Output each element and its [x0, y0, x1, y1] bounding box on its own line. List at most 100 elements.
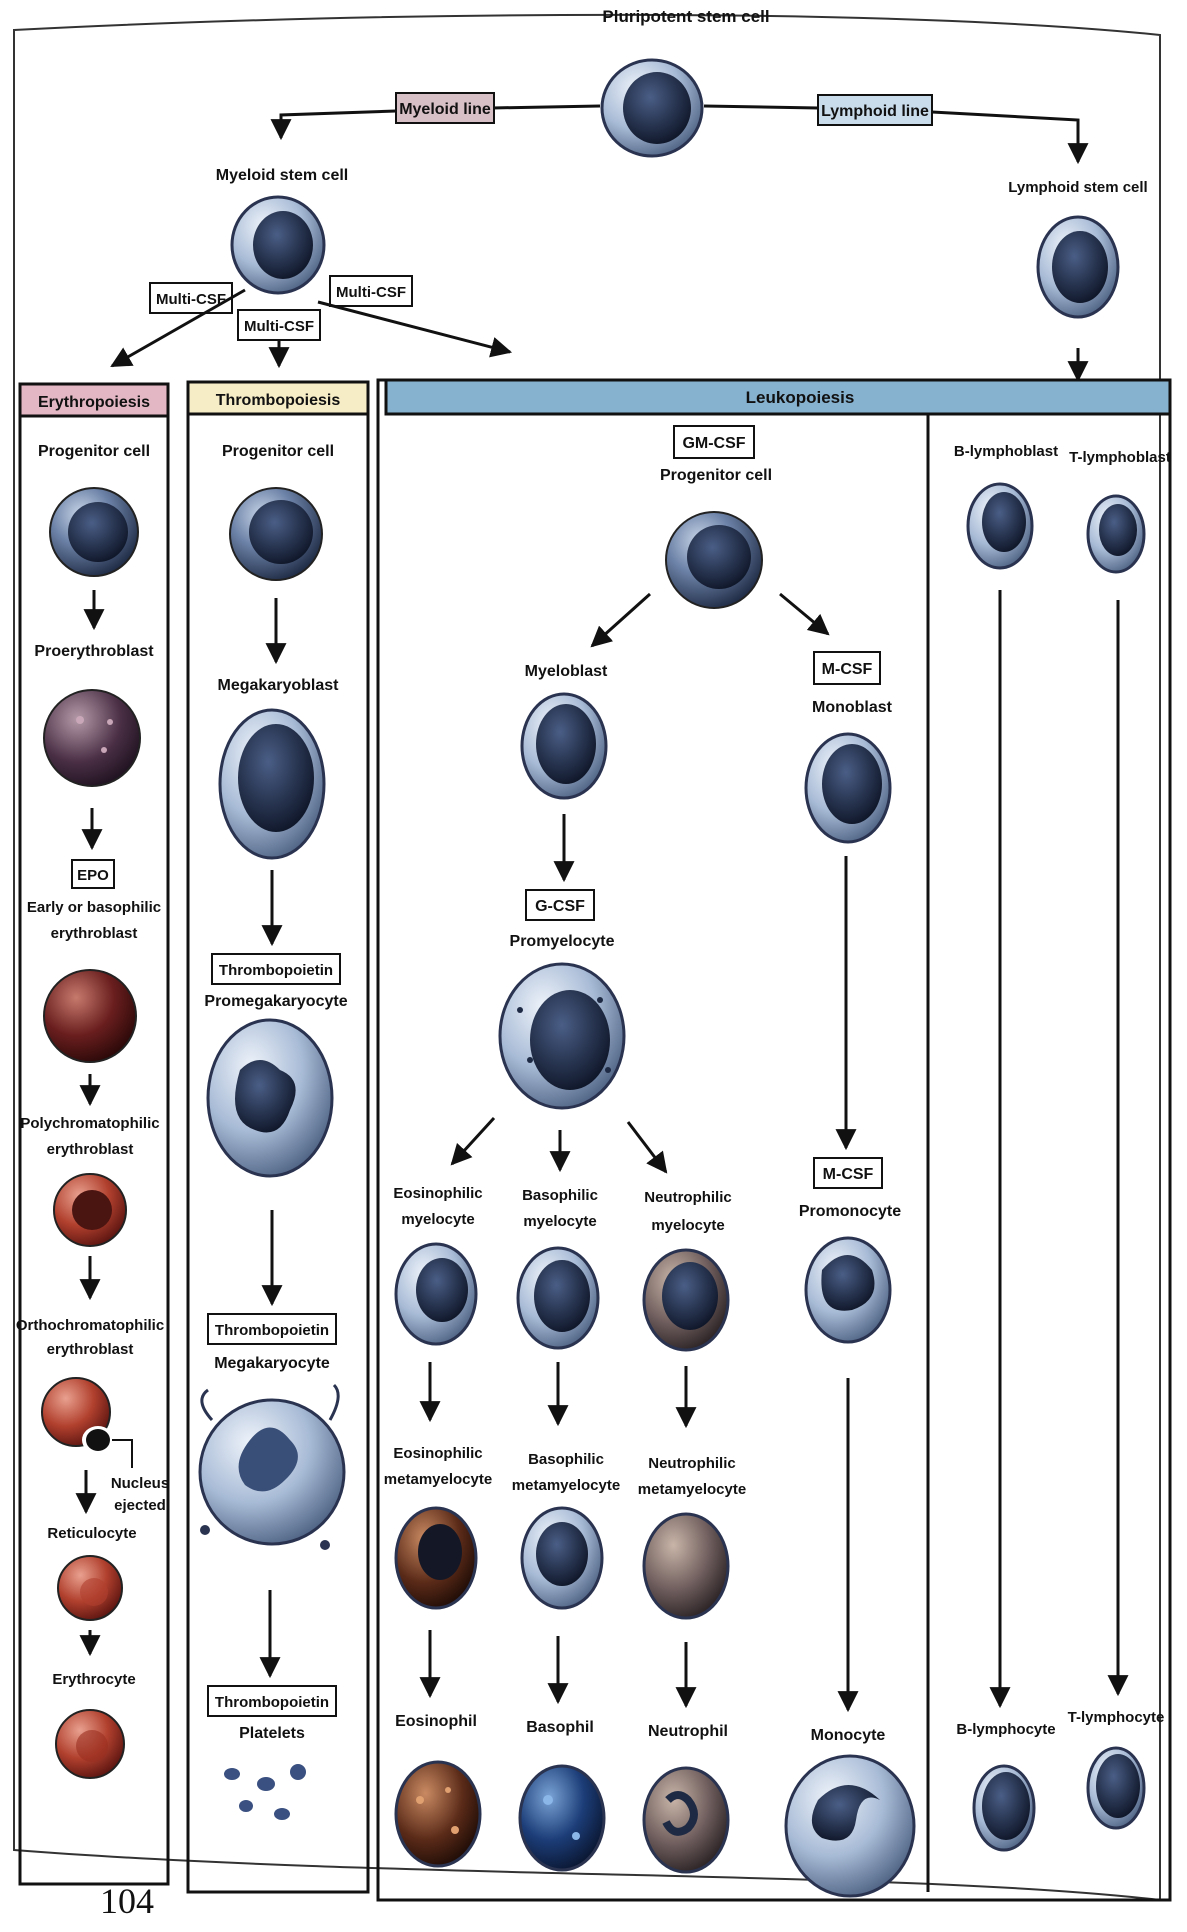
pluripotent-stem-cell — [600, 58, 704, 158]
gm-csf-box — [673, 425, 755, 459]
neu-metamyelocyte-cell — [642, 1512, 730, 1620]
early-erythroblast-label-2: erythroblast — [51, 925, 138, 942]
m-csf-box-1 — [813, 651, 881, 685]
neu-myelocyte-label-2: myelocyte — [651, 1217, 724, 1234]
m-csf-label-2: M-CSF — [823, 1166, 874, 1183]
leu-progenitor-label: Progenitor cell — [660, 467, 772, 484]
leukopoiesis-panel — [376, 378, 1172, 1902]
b-lymphoblast-label: B-lymphoblast — [954, 443, 1058, 460]
m-csf-label-1: M-CSF — [822, 661, 873, 678]
monocyte-label: Monocyte — [811, 1727, 886, 1744]
neu-meta-label-1: Neutrophilic — [648, 1455, 736, 1472]
bas-myelocyte-label-1: Basophilic — [522, 1187, 598, 1204]
eos-meta-label-2: metamyelocyte — [384, 1471, 492, 1488]
lymphoid-line-label: Lymphoid line — [821, 103, 929, 120]
monocyte-cell — [784, 1754, 916, 1898]
arrow-to-leukopoiesis — [317, 300, 513, 358]
erythropoiesis-header — [18, 382, 170, 418]
orthochromatophilic-label-1: Orthochromatophilic — [16, 1317, 164, 1334]
megakaryoblast-label: Megakaryoblast — [218, 677, 340, 694]
megakaryocyte-cell — [198, 1383, 346, 1550]
b-lymphoblast-cell — [966, 482, 1034, 570]
eos-myelocyte-label-1: Eosinophilic — [393, 1185, 482, 1202]
promonocyte-cell — [804, 1236, 892, 1344]
platelets — [224, 1764, 306, 1820]
bas-meta-label-1: Basophilic — [528, 1451, 604, 1468]
proerythroblast-cell — [43, 689, 141, 787]
early-erythroblast-label-1: Early or basophilic — [27, 899, 161, 916]
m-csf-box-2 — [813, 1157, 883, 1189]
thrombopoiesis-title: Thrombopoiesis — [216, 392, 341, 409]
myeloid-line-connector — [491, 104, 601, 110]
eos-metamyelocyte-cell — [394, 1506, 478, 1610]
lymphoid-stem-cell — [1036, 215, 1120, 319]
leukopoiesis-title: Leukopoiesis — [746, 388, 855, 407]
bas-metamyelocyte-cell — [520, 1506, 604, 1610]
bas-meta-label-2: metamyelocyte — [512, 1477, 620, 1494]
monoblast-cell — [804, 732, 892, 844]
multi-csf-box-center — [237, 309, 321, 341]
eos-myelocyte-label-2: myelocyte — [401, 1211, 474, 1228]
myeloid-line-label: Myeloid line — [399, 101, 491, 118]
t-lymphocyte-label: T-lymphocyte — [1068, 1709, 1165, 1726]
multi-csf-label-center: Multi-CSF — [244, 318, 314, 335]
megakaryocyte-label: Megakaryocyte — [214, 1355, 330, 1372]
promonocyte-label: Promonocyte — [799, 1203, 901, 1220]
b-lymphocyte-label: B-lymphocyte — [956, 1721, 1055, 1738]
lymphoid-arrow — [931, 110, 1089, 165]
reticulocyte-label: Reticulocyte — [47, 1525, 136, 1542]
thr-progenitor-cell — [229, 487, 323, 581]
ery-progenitor-cell — [49, 487, 139, 577]
thrombopoiesis-header — [186, 380, 370, 416]
nucleus-ejected-label-1: Nucleus — [111, 1475, 169, 1492]
myeloid-stem-cell — [230, 195, 326, 295]
bas-myelocyte-cell — [516, 1246, 600, 1350]
neu-myelocyte-label-1: Neutrophilic — [644, 1189, 732, 1206]
erythrocyte-label: Erythrocyte — [52, 1671, 135, 1688]
pluripotent-stem-label: Pluripotent stem cell — [602, 7, 769, 26]
tpo-label-3: Thrombopoietin — [215, 1694, 329, 1711]
tpo-box-2 — [207, 1313, 337, 1345]
basophil-label: Basophil — [526, 1719, 594, 1736]
multi-csf-label-left: Multi-CSF — [156, 291, 226, 308]
nucleus-pointer — [112, 1439, 133, 1468]
tpo-box-3 — [207, 1685, 337, 1717]
basophilic-erythroblast-cell — [43, 969, 137, 1063]
monoblast-label: Monoblast — [812, 699, 893, 716]
arrow-to-monoblast — [779, 592, 830, 636]
t-lymphoblast-label: T-lymphoblast — [1069, 449, 1171, 466]
platelets-label: Platelets — [239, 1725, 305, 1742]
myeloid-arrow — [270, 109, 397, 141]
neutrophil-label: Neutrophil — [648, 1723, 728, 1740]
lymphoid-line-connector — [703, 104, 819, 110]
g-csf-label: G-CSF — [535, 898, 585, 915]
bas-myelocyte-label-2: myelocyte — [523, 1213, 596, 1230]
promyelocyte-cell — [498, 962, 626, 1110]
thr-progenitor-label: Progenitor cell — [222, 443, 334, 460]
lymphoid-stem-label: Lymphoid stem cell — [1008, 179, 1147, 196]
myeloblast-cell — [520, 692, 608, 800]
nucleus-ejected-label-2: ejected — [114, 1497, 166, 1514]
reticulocyte-cell — [57, 1555, 123, 1621]
promegakaryocyte-label: Promegakaryocyte — [204, 993, 347, 1010]
eos-meta-label-1: Eosinophilic — [393, 1445, 482, 1462]
eosinophil-cell — [394, 1760, 482, 1868]
polychromatophilic-erythroblast-cell — [53, 1173, 127, 1247]
megakaryoblast-cell — [218, 708, 326, 860]
myeloid-stem-label: Myeloid stem cell — [216, 167, 349, 184]
arrow-to-neu-myelocyte — [626, 1121, 668, 1174]
eos-myelocyte-cell — [394, 1242, 478, 1346]
erythropoiesis-title: Erythropoiesis — [38, 394, 150, 411]
eosinophil-label: Eosinophil — [395, 1713, 477, 1730]
neu-meta-label-2: metamyelocyte — [638, 1481, 746, 1498]
lymphoid-line-box — [817, 94, 933, 126]
tpo-label-2: Thrombopoietin — [215, 1322, 329, 1339]
g-csf-box — [525, 889, 595, 921]
promyelocyte-label: Promyelocyte — [510, 933, 615, 950]
polychromatophilic-label-1: Polychromatophilic — [20, 1115, 159, 1132]
neutrophil-cell — [642, 1766, 730, 1874]
page-number: 104 — [100, 1881, 154, 1921]
arrow-to-myeloblast — [590, 592, 652, 648]
arrow-to-erythropoiesis — [110, 288, 246, 368]
